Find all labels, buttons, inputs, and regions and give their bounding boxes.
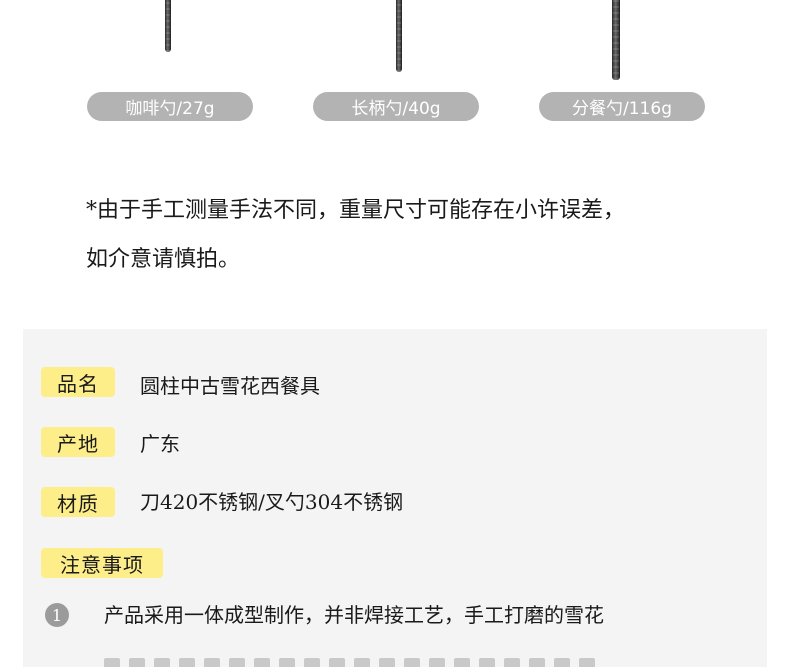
measurement-note-line1: *由于手工测量手法不同，重量尺寸可能存在小许误差， — [86, 198, 626, 223]
notice-tag: 注意事项 — [41, 548, 163, 578]
product-name-tag: 品名 — [41, 367, 115, 397]
coffee-spoon-weight-label: 咖啡勺/27g — [125, 99, 215, 119]
measurement-note-line2: 如介意请慎拍。 — [86, 247, 241, 272]
serving-spoon-weight-label: 分餐勺/116g — [572, 99, 672, 119]
serving-spoon-weight-pill: 分餐勺/116g — [539, 92, 705, 121]
origin-tag: 产地 — [41, 427, 115, 457]
product-name-value: 圆柱中古雪花西餐具 — [140, 374, 320, 398]
spec-panel — [23, 329, 767, 667]
material-tag: 材质 — [41, 487, 115, 517]
material-value: 刀420不锈钢/叉勺304不锈钢 — [140, 490, 404, 514]
long-spoon-handle-image — [396, 0, 402, 72]
long-spoon-weight-pill: 长柄勺/40g — [313, 92, 479, 121]
notice-item-number: 1 — [45, 603, 69, 627]
coffee-spoon-weight-pill: 咖啡勺/27g — [87, 92, 253, 121]
origin-value: 广东 — [140, 432, 180, 456]
notice-item-text: 产品采用一体成型制作，并非焊接工艺，手工打磨的雪花 — [104, 603, 604, 627]
cropped-next-line — [104, 653, 664, 667]
long-spoon-weight-label: 长柄勺/40g — [351, 99, 441, 119]
serving-spoon-handle-image — [612, 0, 620, 80]
coffee-spoon-handle-image — [165, 0, 171, 52]
